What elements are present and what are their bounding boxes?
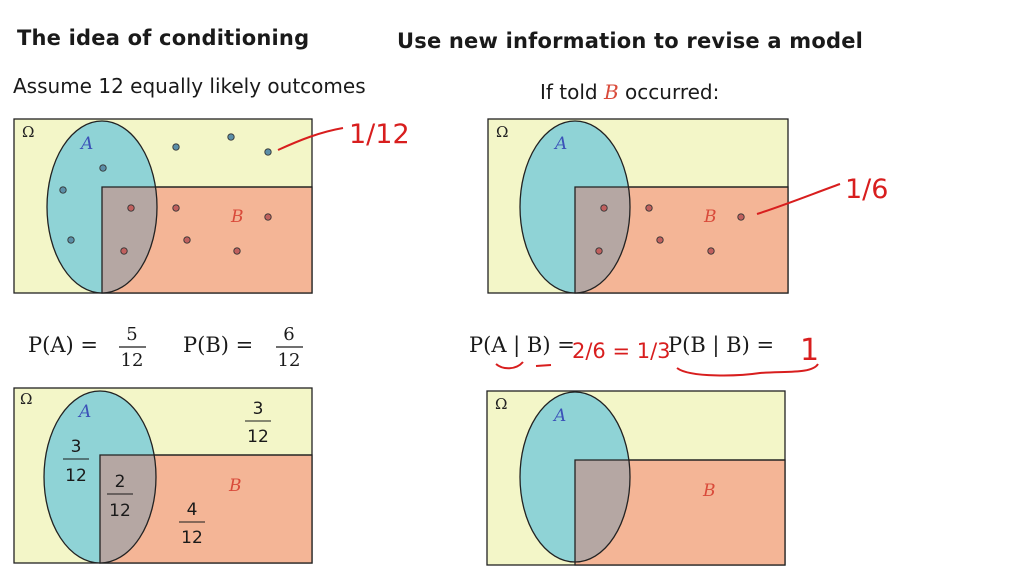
outcome-point — [67, 236, 75, 244]
event-b-label: B — [230, 207, 244, 227]
event-b-outline — [574, 459, 785, 562]
outcome-point — [600, 204, 608, 212]
outcome-point — [172, 204, 180, 212]
event-b-outline — [574, 186, 788, 293]
page-title-right: Use new information to revise a model — [397, 29, 864, 53]
outcome-point — [172, 143, 180, 151]
event-a-label: A — [77, 402, 91, 422]
venn-panel-top-right: Ω A B 1/6 — [487, 118, 888, 294]
handwritten-p-b-given-b-value: 1 — [800, 333, 819, 368]
outcome-point — [264, 213, 272, 221]
omega-label: Ω — [496, 123, 508, 141]
fraction-a-only-den: 12 — [65, 466, 87, 486]
formula-p-a-lhs: P(A) = — [28, 333, 98, 357]
handwritten-pointer — [277, 127, 344, 151]
outcome-point — [183, 236, 191, 244]
outcome-point — [737, 213, 745, 221]
event-b-label: B — [228, 476, 242, 496]
outcome-point — [99, 164, 107, 172]
fraction-a-and-b-den: 12 — [109, 501, 131, 521]
subtitle-right-suffix: occurred: — [618, 80, 720, 104]
fraction-b-only-num: 4 — [187, 500, 198, 520]
formula-p-a-den: 12 — [121, 350, 144, 371]
formula-p-a-num: 5 — [126, 324, 137, 345]
omega-label: Ω — [20, 390, 32, 408]
venn-panel-bottom-left: Ω A B 3 12 3 12 2 12 4 12 — [13, 387, 313, 564]
handwritten-underline — [535, 364, 552, 367]
formula-p-b-num: 6 — [283, 324, 294, 345]
outcome-point — [233, 247, 241, 255]
outcome-point — [645, 204, 653, 212]
venn-panel-bottom-right: Ω A B — [486, 390, 786, 566]
formula-p-b-given-b-lhs: P(B | B) = — [668, 333, 774, 358]
formula-p-a-given-b-lhs: P(A | B) = — [469, 333, 575, 358]
handwritten-underline — [676, 363, 819, 377]
handwritten-outcome-prob: 1/12 — [349, 119, 410, 150]
event-b-label: B — [703, 207, 717, 227]
formula-p-b-lhs: P(B) = — [183, 333, 253, 357]
subtitle-right-prefix: If told — [540, 80, 604, 104]
event-a-label: A — [553, 134, 567, 154]
handwritten-pointer — [756, 183, 841, 215]
region-fractions: 3 12 3 12 2 12 4 12 — [63, 399, 271, 548]
outcome-point — [264, 148, 272, 156]
omega-label: Ω — [22, 123, 34, 141]
outcome-point — [707, 247, 715, 255]
subtitle-right-event: B — [603, 80, 619, 104]
page-title-left: The idea of conditioning — [17, 26, 310, 50]
subtitle-right: If told B occurred: — [540, 80, 719, 104]
fraction-b-only-den: 12 — [181, 528, 203, 548]
outcome-point — [127, 204, 135, 212]
event-a-label: A — [79, 134, 93, 154]
handwritten-conditional-prob: 1/6 — [845, 174, 888, 205]
handwritten-underline — [495, 361, 524, 370]
omega-label: Ω — [495, 395, 507, 413]
event-b-label: B — [702, 481, 716, 501]
handwritten-answers: 2/6 = 1/3 1 — [495, 333, 819, 377]
outcome-point — [227, 133, 235, 141]
fraction-omega-only-den: 12 — [247, 427, 269, 447]
fraction-a-and-b-num: 2 — [115, 472, 126, 492]
handwritten-p-a-given-b-value: 2/6 = 1/3 — [572, 339, 671, 363]
outcome-points — [59, 133, 272, 255]
formula-row: P(A) = 5 12 P(B) = 6 12 P(A | B) = P(B |… — [28, 324, 774, 371]
outcome-points — [595, 204, 745, 255]
outcome-point — [120, 247, 128, 255]
outcome-point — [595, 247, 603, 255]
subtitle-left: Assume 12 equally likely outcomes — [13, 74, 366, 98]
formula-p-b-den: 12 — [278, 350, 301, 371]
event-a-label: A — [552, 406, 566, 426]
event-b-outline — [101, 186, 312, 293]
outcome-point — [59, 186, 67, 194]
outcome-point — [656, 236, 664, 244]
venn-panel-top-left: Ω A B 1/12 — [13, 118, 410, 294]
event-b-outline — [99, 454, 312, 563]
fraction-a-only-num: 3 — [71, 437, 82, 457]
fraction-omega-only-num: 3 — [253, 399, 264, 419]
